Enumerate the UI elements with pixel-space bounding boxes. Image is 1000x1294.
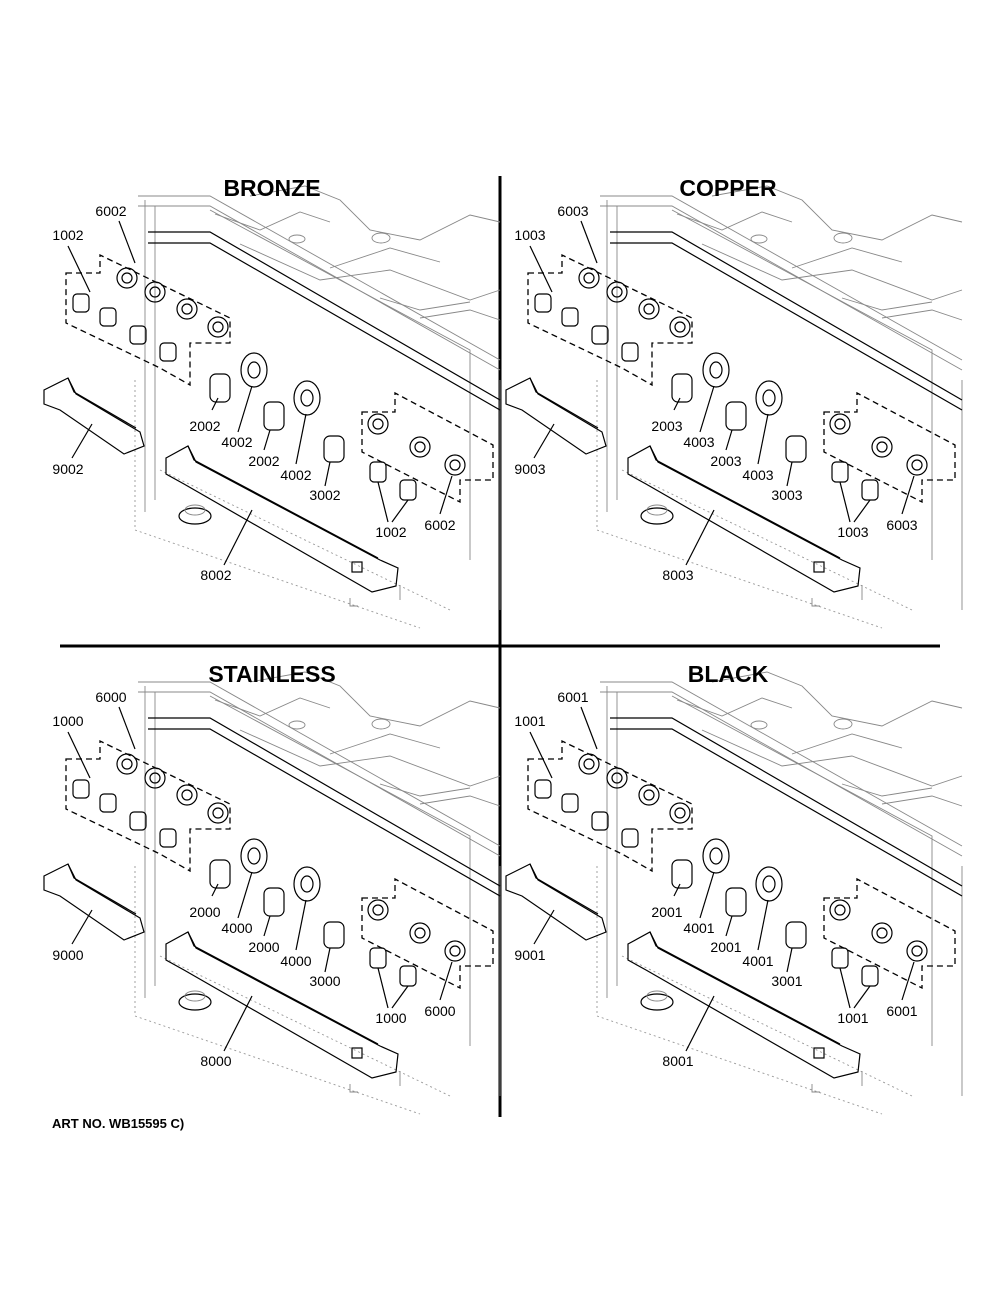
part-label: 4000 <box>221 920 252 936</box>
part-label: 6001 <box>886 1003 917 1019</box>
part-label: 4003 <box>683 434 714 450</box>
part-label: 1003 <box>837 524 868 540</box>
part-label: 1000 <box>375 1010 406 1026</box>
range-drawing <box>505 185 963 629</box>
part-label: 9003 <box>514 461 545 477</box>
panel-copper: COPPER 6003 1003 2003 4003 2003 4003 300… <box>514 175 917 583</box>
part-label: 4002 <box>280 467 311 483</box>
part-label: 3002 <box>309 487 340 503</box>
part-label: 4003 <box>742 467 773 483</box>
part-label: 1003 <box>514 227 545 243</box>
part-label: 6002 <box>424 517 455 533</box>
part-label: 2002 <box>189 418 220 434</box>
part-label: 1001 <box>837 1010 868 1026</box>
range-drawing <box>505 671 963 1115</box>
panel-title: BRONZE <box>223 175 320 201</box>
part-label: 4001 <box>683 920 714 936</box>
part-label: 8002 <box>200 567 231 583</box>
part-label: 2001 <box>710 939 741 955</box>
part-label: 2003 <box>651 418 682 434</box>
part-label: 6000 <box>95 689 126 705</box>
part-label: 1001 <box>514 713 545 729</box>
part-label: 9001 <box>514 947 545 963</box>
part-label: 9000 <box>52 947 83 963</box>
art-number: ART NO. WB15595 C) <box>52 1116 184 1131</box>
panel-bronze: BRONZE 6002 1002 2002 4002 2002 4002 300… <box>52 175 455 583</box>
panel-black: BLACK 6001 1001 2001 4001 2001 4001 3001… <box>514 661 917 1069</box>
part-label: 2002 <box>248 453 279 469</box>
panel-stainless: STAINLESS 6000 1000 2000 4000 2000 4000 … <box>52 661 455 1069</box>
panel-title: STAINLESS <box>208 661 335 687</box>
part-label: 1002 <box>52 227 83 243</box>
panel-title: BLACK <box>688 661 769 687</box>
part-label: 4001 <box>742 953 773 969</box>
part-label: 3000 <box>309 973 340 989</box>
part-label: 6002 <box>95 203 126 219</box>
part-label: 6003 <box>886 517 917 533</box>
part-label: 2000 <box>189 904 220 920</box>
part-label: 3003 <box>771 487 802 503</box>
part-label: 8003 <box>662 567 693 583</box>
panel-title: COPPER <box>679 175 777 201</box>
part-label: 2003 <box>710 453 741 469</box>
part-label: 1000 <box>52 713 83 729</box>
part-label: 6003 <box>557 203 588 219</box>
part-label: 6000 <box>424 1003 455 1019</box>
range-drawing <box>43 185 501 629</box>
part-label: 8000 <box>200 1053 231 1069</box>
part-label: 9002 <box>52 461 83 477</box>
part-label: 4000 <box>280 953 311 969</box>
part-label: 8001 <box>662 1053 693 1069</box>
part-label: 3001 <box>771 973 802 989</box>
range-drawing <box>43 671 501 1115</box>
part-label: 1002 <box>375 524 406 540</box>
part-label: 2000 <box>248 939 279 955</box>
part-label: 4002 <box>221 434 252 450</box>
part-label: 6001 <box>557 689 588 705</box>
part-label: 2001 <box>651 904 682 920</box>
